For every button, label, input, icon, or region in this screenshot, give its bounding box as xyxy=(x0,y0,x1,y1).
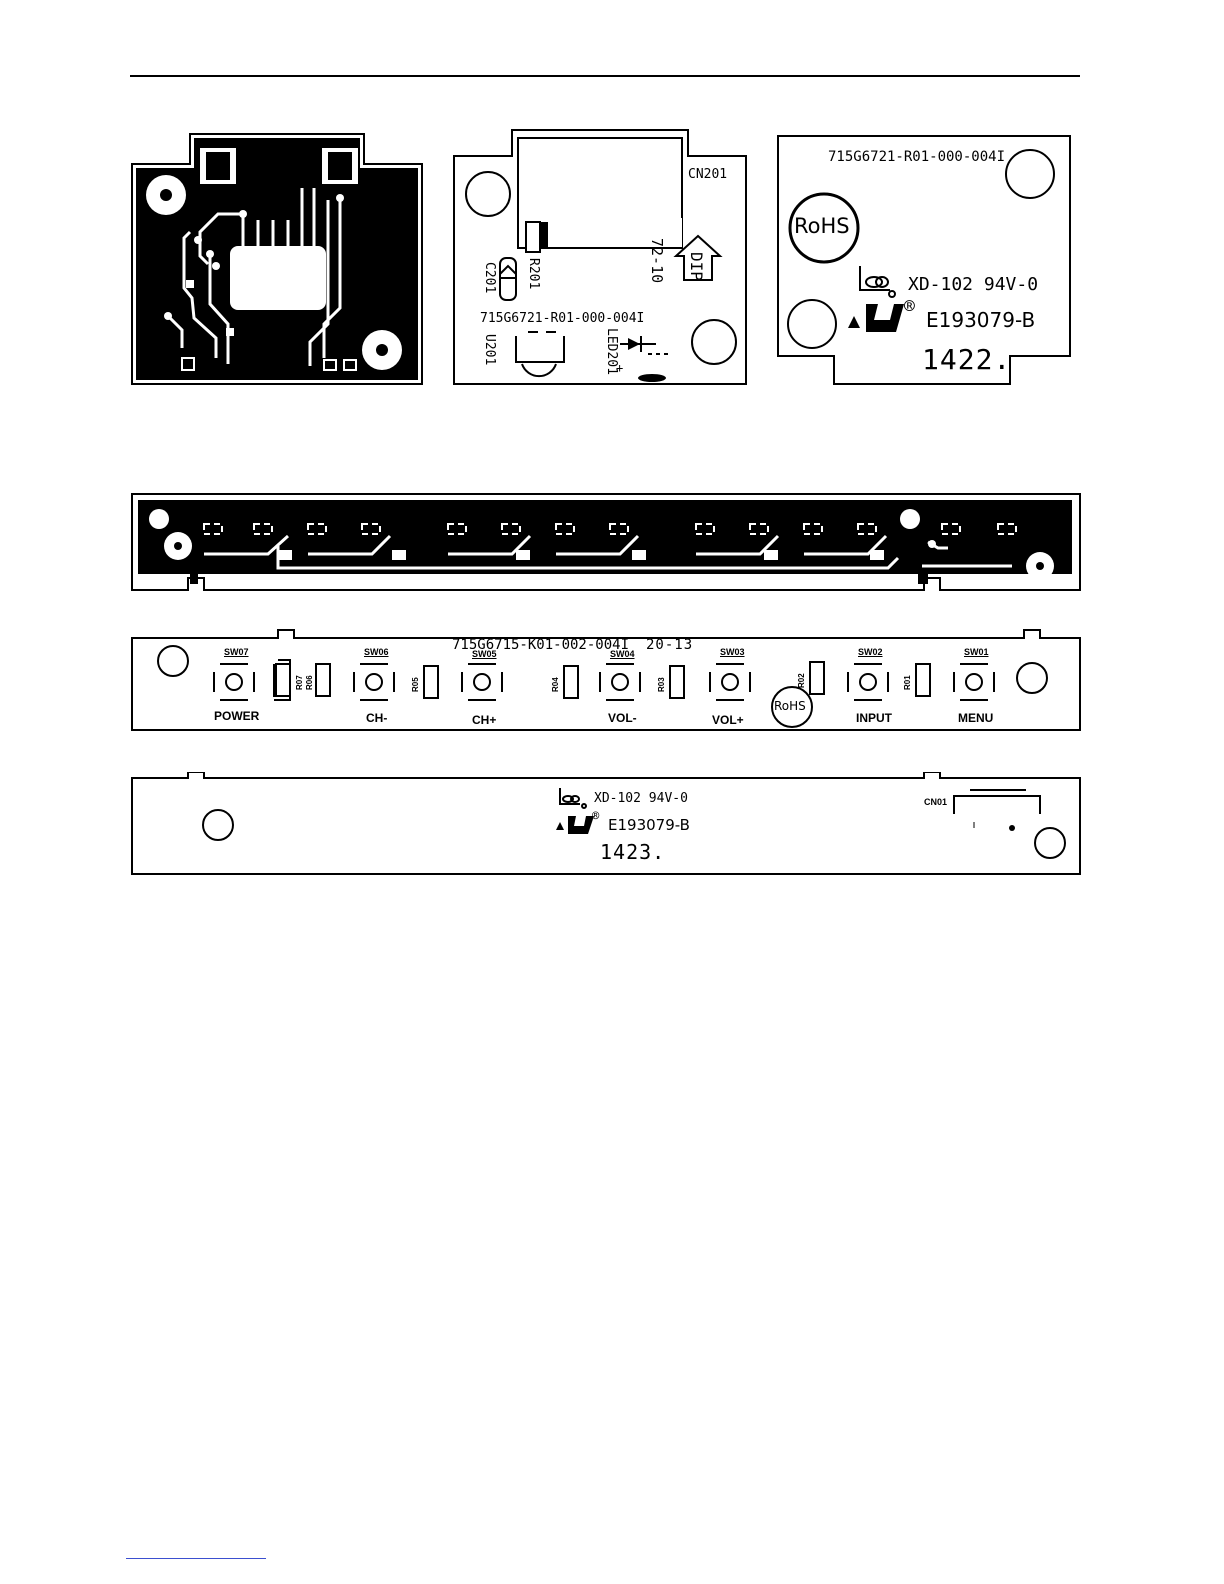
resistor-label-r01: R01 xyxy=(904,675,912,690)
switch-ref-sw04: SW04 xyxy=(610,650,635,659)
keypad-date-code: 20-13 xyxy=(646,638,693,652)
switch-ref-sw02: SW02 xyxy=(858,648,883,657)
ul-registered-mark: ® xyxy=(592,810,599,822)
footer-underline xyxy=(126,1558,266,1559)
keypad-top-silkscreen: 715G6715-K01-002-004I 20-13 RoHS SW07 SW… xyxy=(128,628,1084,736)
keypad-rohs-mark: RoHS xyxy=(774,700,806,712)
part-number-label: 715G6721-R01-000-004I xyxy=(828,150,1005,164)
resistor-label-r07: R07 xyxy=(296,675,304,690)
resistor-label-r02: R02 xyxy=(798,673,806,688)
switch-label-ch-minus: CH- xyxy=(366,712,387,724)
switch-label-vol-minus: VOL- xyxy=(608,712,637,724)
switch-label-power: POWER xyxy=(214,710,259,722)
date-code-label: 72-10 xyxy=(649,238,664,283)
switch-label-input: INPUT xyxy=(856,712,892,724)
resistor-label-r06: R06 xyxy=(306,675,314,690)
switch-label-ch-plus: CH+ xyxy=(472,714,496,726)
resistor-label-r03: R03 xyxy=(658,677,666,692)
laminate-label: XD-102 94V-0 xyxy=(908,276,1038,294)
switch-ref-sw06: SW06 xyxy=(364,648,389,657)
plus-mark: + xyxy=(616,362,623,374)
ir-board-top-silkscreen: CN201 R201 C201 72-10 DIP 715G6721-R01-0… xyxy=(452,128,750,388)
header-rule xyxy=(130,75,1080,77)
week-code-label: 1423. xyxy=(600,842,665,862)
resistor-label-r04: R04 xyxy=(552,677,560,692)
switch-label-vol-plus: VOL+ xyxy=(712,714,744,726)
capacitor-label: C201 xyxy=(483,262,496,293)
resistor-label: R201 xyxy=(527,258,540,289)
resistor-label-r05: R05 xyxy=(412,677,420,692)
ic-label: U201 xyxy=(483,334,496,365)
connector-label: CN201 xyxy=(688,168,727,181)
keypad-bottom-copper xyxy=(128,492,1084,600)
ir-board-markings: 715G6721-R01-000-004I RoHS XD-102 94V-0 … xyxy=(774,128,1074,388)
switch-ref-sw03: SW03 xyxy=(720,648,745,657)
week-code-label: 1422. xyxy=(922,346,1011,374)
switch-ref-sw07: SW07 xyxy=(224,648,249,657)
switch-ref-sw01: SW01 xyxy=(964,648,989,657)
ir-board-bottom-copper xyxy=(128,128,426,388)
ul-file-label: E193079-B xyxy=(608,818,690,833)
laminate-label: XD-102 94V-0 xyxy=(594,792,688,805)
keypad-bottom-markings: XD-102 94V-0 ® E193079-B 1423. CN01 xyxy=(128,772,1084,880)
part-number-label: 715G6721-R01-000-004I xyxy=(480,312,644,325)
ul-file-label: E193079-B xyxy=(926,310,1035,330)
rohs-mark: RoHS xyxy=(794,216,850,237)
switch-ref-sw05: SW05 xyxy=(472,650,497,659)
dip-label: DIP xyxy=(688,252,704,281)
switch-label-menu: MENU xyxy=(958,712,993,724)
connector-label: CN01 xyxy=(924,798,947,807)
ul-registered-mark: ® xyxy=(904,298,915,316)
